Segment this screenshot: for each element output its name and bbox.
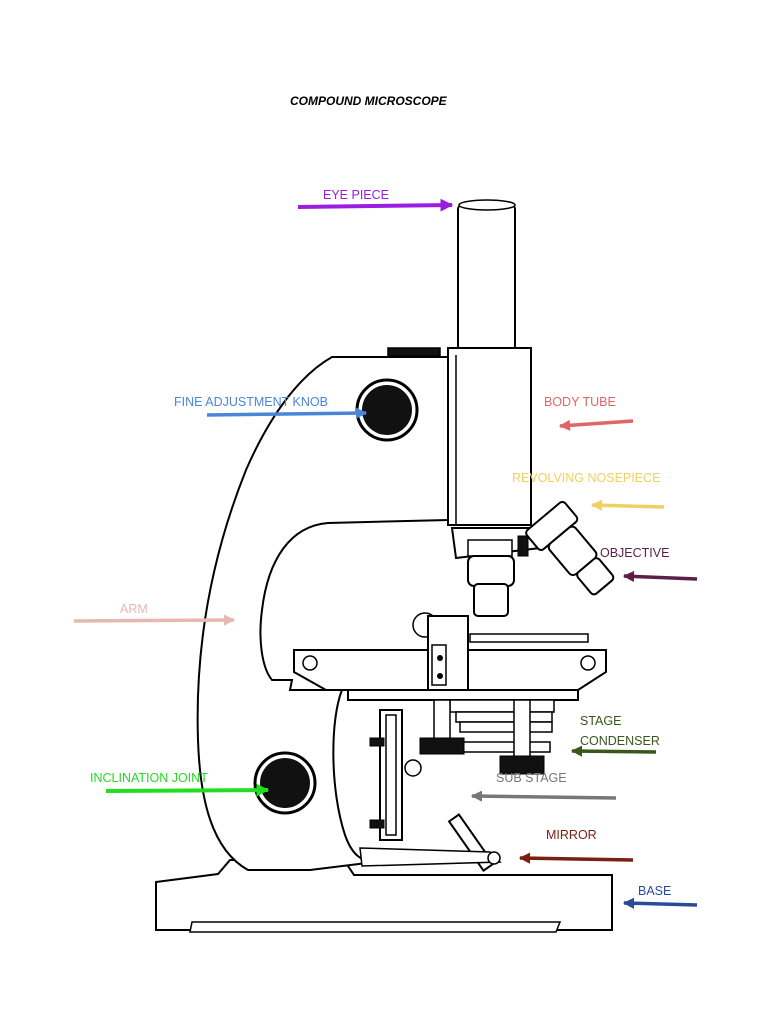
label-objective: OBJECTIVE — [600, 546, 698, 583]
objective-label: OBJECTIVE — [600, 546, 669, 560]
body-tube-label: BODY TUBE — [544, 395, 616, 409]
eye-piece-top — [458, 199, 516, 211]
mirror-arrow — [518, 852, 634, 864]
sub-stage-label: SUB STAGE — [496, 771, 567, 785]
base-label: BASE — [638, 884, 671, 898]
fine-adjustment-knob-label: FINE ADJUSTMENT KNOB — [174, 395, 328, 409]
label-inclination-joint: INCLINATION JOINT — [90, 771, 270, 797]
microscope-drawing — [155, 199, 615, 933]
label-revolving-nosepiece: REVOLVING NOSEPIECE — [512, 471, 665, 511]
stage-bar — [387, 347, 441, 357]
arm-label: ARM — [120, 602, 148, 616]
label-arm: ARM — [73, 602, 236, 626]
sub-stage-arrow — [470, 790, 617, 802]
objective-vertical — [467, 555, 515, 587]
label-sub-stage: SUB STAGE — [470, 771, 617, 802]
label-base: BASE — [622, 884, 698, 909]
condenser-label: CONDENSER — [580, 734, 660, 748]
label-eye-piece: EYE PIECE — [297, 188, 454, 212]
arm — [196, 356, 449, 871]
eye-piece — [457, 204, 516, 351]
diagram-title: COMPOUND MICROSCOPE — [290, 94, 448, 108]
condenser — [449, 699, 555, 713]
stage-condenser-arrow — [570, 745, 657, 757]
label-mirror: MIRROR — [518, 828, 634, 864]
base-arrow — [622, 897, 698, 909]
eye-piece-arrow — [297, 198, 454, 212]
revolving-nosepiece-label: REVOLVING NOSEPIECE — [512, 471, 660, 485]
label-body-tube: BODY TUBE — [544, 395, 634, 431]
stage-top — [469, 633, 589, 643]
base — [155, 859, 613, 931]
label-stage-condenser: STAGE CONDENSER — [570, 714, 660, 757]
arm-arrow — [73, 614, 236, 626]
objective-arrow — [622, 570, 698, 583]
revolving-nosepiece-arrow — [590, 499, 665, 511]
stage-label: STAGE — [580, 714, 621, 728]
inclination-joint-label: INCLINATION JOINT — [90, 771, 208, 785]
label-fine-adjustment-knob: FINE ADJUSTMENT KNOB — [174, 395, 368, 419]
eye-piece-label: EYE PIECE — [323, 188, 389, 202]
body-tube — [447, 347, 532, 526]
fine-adjustment-knob-arrow — [206, 407, 368, 419]
body-tube-arrow — [558, 419, 634, 431]
inclination-joint-arrow — [105, 783, 270, 797]
mirror-label: MIRROR — [546, 828, 597, 842]
